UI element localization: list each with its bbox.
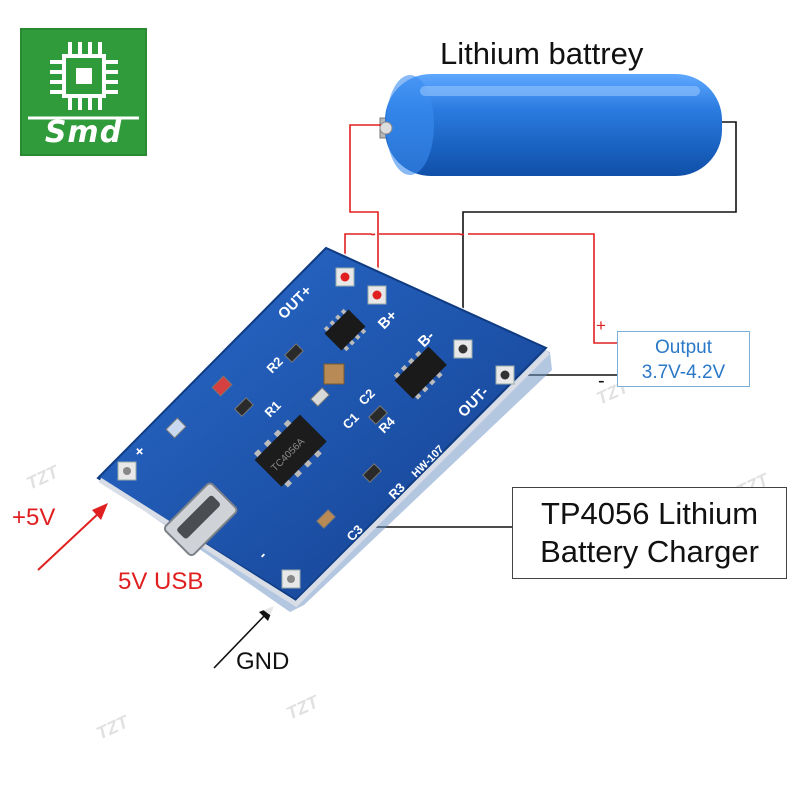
watermark-text: TZT (23, 461, 63, 494)
logo-text: Smd (22, 115, 145, 150)
input-usb-label: 5V USB (118, 568, 203, 596)
output-minus-sign: - (598, 370, 605, 393)
capacitor-c2 (324, 364, 344, 384)
output-plus-sign: + (596, 316, 606, 336)
input-plus5v-label: +5V (12, 504, 55, 532)
watermark-text: TZT (283, 691, 323, 724)
charger-title-line1: TP4056 Lithium (513, 495, 786, 533)
tp4056-board: OUT+ B+ B- OUT- + - TC4056A (96, 248, 552, 615)
output-label-box: Output 3.7V-4.2V (617, 331, 750, 387)
watermark-text: TZT (93, 711, 133, 744)
charger-label-box: TP4056 Lithium Battery Charger (512, 487, 787, 579)
charger-title-line2: Battery Charger (513, 533, 786, 571)
output-voltage: 3.7V-4.2V (618, 360, 749, 385)
smd-logo: Smd (20, 28, 147, 156)
battery-label: Lithium battrey (440, 36, 643, 72)
output-title: Output (618, 335, 749, 360)
lithium-battery (380, 74, 722, 176)
input-gnd-label: GND (236, 648, 289, 676)
